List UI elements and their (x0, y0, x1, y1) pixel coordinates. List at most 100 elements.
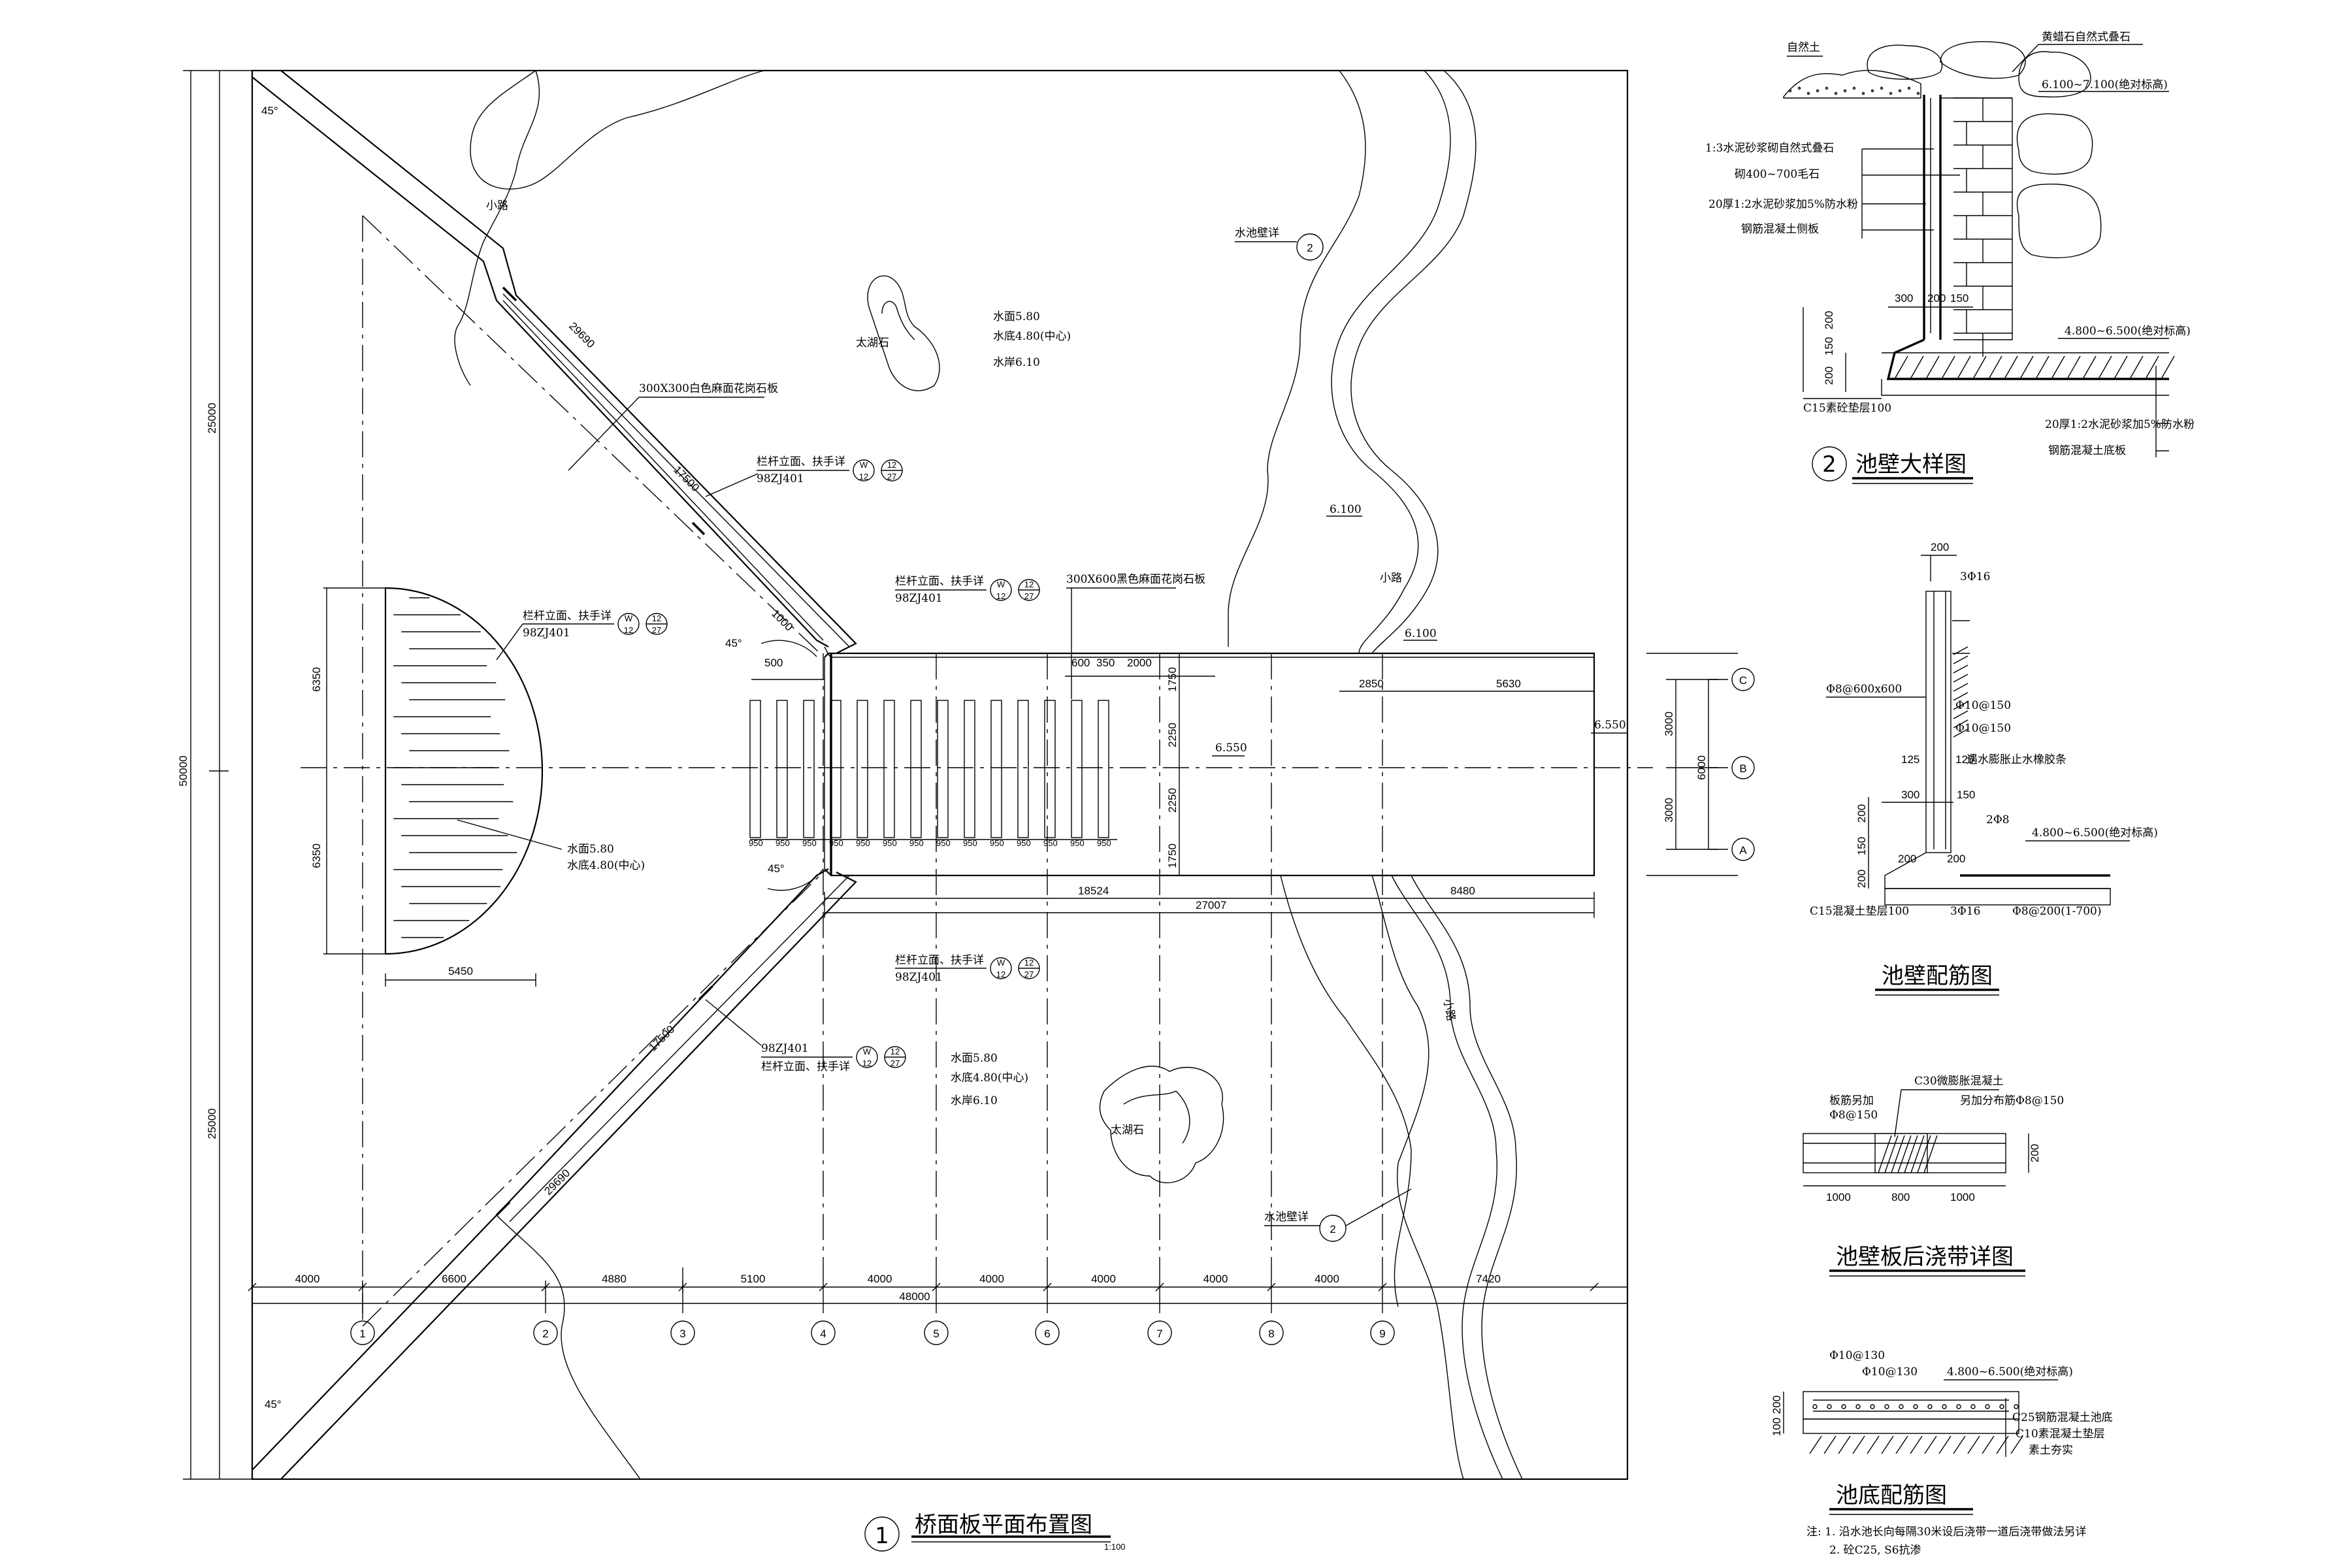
wall-bottom-layer-2: 钢筋混凝土底板 (2048, 444, 2126, 457)
svg-text:2: 2 (1822, 451, 1837, 478)
svg-text:27007: 27007 (1196, 899, 1226, 911)
axis-a-bubble (1731, 838, 1755, 861)
svg-text:200: 200 (1771, 1396, 1783, 1414)
bottom-dim: 4000 (868, 1273, 892, 1285)
dim-pond-width: 5450 (448, 965, 473, 977)
stone-label-lower: 太湖石 (1111, 1124, 1144, 1137)
svg-text:2850: 2850 (1359, 678, 1384, 690)
dim-lower-height: 25000 (206, 1108, 218, 1139)
slat-dim: 950 (963, 838, 977, 848)
plan-number: 1 (875, 1523, 889, 1549)
dim-diag-upper-1000: 1000 (769, 607, 795, 633)
bottom-dim: 7420 (1476, 1273, 1501, 1285)
svg-text:12: 12 (862, 1058, 872, 1068)
wall-bottom-elevation: 4.800~6.500(绝对标高) (2065, 325, 2191, 338)
pool-bottom-detail: Φ10@130 Φ10@130 4.800~6.500(绝对标高) C25钢筋混… (1771, 1349, 2113, 1557)
dim-upper-height: 25000 (206, 402, 218, 433)
deck-slat (964, 700, 975, 838)
index-circle-upper (1296, 233, 1324, 261)
note-2: 2. 砼C25, S6抗渗 (1829, 1544, 1921, 1557)
site-boundary (251, 69, 1629, 1480)
svg-text:2250: 2250 (1166, 788, 1179, 813)
axis-number: 8 (1268, 1328, 1274, 1340)
dim-total-height: 50000 (177, 755, 189, 786)
index-circle-lower (1319, 1215, 1347, 1242)
pond-edges (454, 70, 1523, 1480)
axis-bubble (924, 1320, 949, 1345)
svg-text:栏杆立面、扶手详: 栏杆立面、扶手详 (895, 575, 984, 588)
angle-top-left: 45° (261, 105, 278, 117)
railing-ref-2: 栏杆立面、扶手详 98ZJ401 W 12 12 27 (496, 610, 668, 661)
railing-ref-5: 98ZJ401 栏杆立面、扶手详 W 12 12 27 (705, 999, 906, 1073)
svg-text:125: 125 (1901, 753, 1919, 766)
slat-dim: 950 (749, 838, 763, 848)
wall-layer-2: 砌400~700毛石 (1735, 168, 1820, 181)
stone-label-upper: 太湖石 (856, 336, 889, 350)
svg-text:98ZJ401: 98ZJ401 (523, 627, 570, 640)
deck-slat (857, 700, 868, 838)
wall-top-elevation: 6.100~7.100(绝对标高) (2042, 78, 2168, 91)
axis-bubble (670, 1320, 695, 1345)
pool-wall-detail-title: 池壁大样图 (1855, 451, 1967, 478)
slat-dim: 950 (990, 838, 1004, 848)
railing-ref-4: 栏杆立面、扶手详 98ZJ401 W 12 12 27 (895, 954, 1040, 984)
svg-text:98ZJ401: 98ZJ401 (895, 592, 943, 605)
elev-6100-deck: 6.100 (1405, 627, 1437, 640)
svg-text:素土夯实: 素土夯实 (2029, 1444, 2073, 1457)
wall-bottom-layer-1: 20厚1:2水泥砂浆加5%防水粉 (2045, 418, 2195, 431)
slat-dim: 950 (909, 838, 924, 848)
svg-text:98ZJ401: 98ZJ401 (895, 971, 943, 984)
dim-diag-upper-17500: 17500 (671, 463, 702, 494)
axis-number: 1 (359, 1328, 365, 1340)
svg-text:27: 27 (890, 1058, 900, 1068)
bottom-dim: 5100 (741, 1273, 766, 1285)
svg-text:栏杆立面、扶手详: 栏杆立面、扶手详 (761, 1060, 850, 1073)
svg-text:B: B (1739, 762, 1746, 775)
note-1: 注: 1. 沿水池长向每隔30米设后浇带一道后浇带做法另详 (1806, 1526, 2086, 1539)
axis-number: 2 (542, 1328, 548, 1340)
svg-text:2: 2 (1307, 242, 1313, 254)
semicircle-pond: 6350 6350 5450 水面5.80 水底4.80(中心) (310, 587, 645, 987)
svg-text:12: 12 (1024, 580, 1034, 589)
axis-bubble (1370, 1320, 1395, 1345)
pool-wall-ref-lower: 水池壁详 (1264, 1211, 1309, 1224)
svg-text:300: 300 (1895, 292, 1913, 304)
svg-text:3000: 3000 (1663, 798, 1675, 823)
svg-text:1750: 1750 (1166, 843, 1179, 868)
angle-deck-lower: 45° (768, 862, 785, 875)
svg-text:200: 200 (1855, 804, 1868, 823)
axis-number: 4 (820, 1328, 826, 1340)
deck-slat (749, 700, 761, 838)
svg-text:Φ8@150: Φ8@150 (1829, 1109, 1878, 1122)
elev-6550-end: 6.550 (1594, 719, 1626, 732)
axis-c-bubble (1731, 668, 1755, 691)
axis-number: 6 (1044, 1328, 1050, 1340)
svg-text:100: 100 (1771, 1418, 1783, 1436)
svg-text:200: 200 (1947, 853, 1965, 865)
paving-diagonal-label: 300X300白色麻面花岗石板 (639, 382, 778, 395)
svg-text:C30微膨胀混凝土: C30微膨胀混凝土 (1914, 1075, 2004, 1088)
svg-text:150: 150 (1950, 292, 1968, 304)
svg-text:4.800~6.500(绝对标高): 4.800~6.500(绝对标高) (2032, 826, 2158, 840)
svg-text:12: 12 (887, 460, 896, 470)
svg-text:12: 12 (890, 1047, 900, 1056)
wall-layer-3: 20厚1:2水泥砂浆加5%防水粉 (1708, 198, 1858, 211)
water-lower-bottom: 水底4.80(中心) (951, 1071, 1028, 1085)
svg-text:W: W (860, 460, 868, 470)
axis-number: 5 (933, 1328, 939, 1340)
svg-text:200: 200 (1823, 367, 1835, 385)
deck-slat (910, 700, 922, 838)
axis-number: 3 (679, 1328, 685, 1340)
water-lower-surface: 水面5.80 (951, 1052, 998, 1065)
svg-text:98ZJ401: 98ZJ401 (757, 472, 804, 485)
slat-dim: 950 (856, 838, 870, 848)
svg-text:500: 500 (764, 657, 783, 669)
wall-top-left-label: 自然土 (1787, 41, 1820, 54)
deck-slat (1017, 700, 1029, 838)
svg-text:12: 12 (1024, 958, 1034, 968)
svg-text:18524: 18524 (1078, 885, 1109, 897)
